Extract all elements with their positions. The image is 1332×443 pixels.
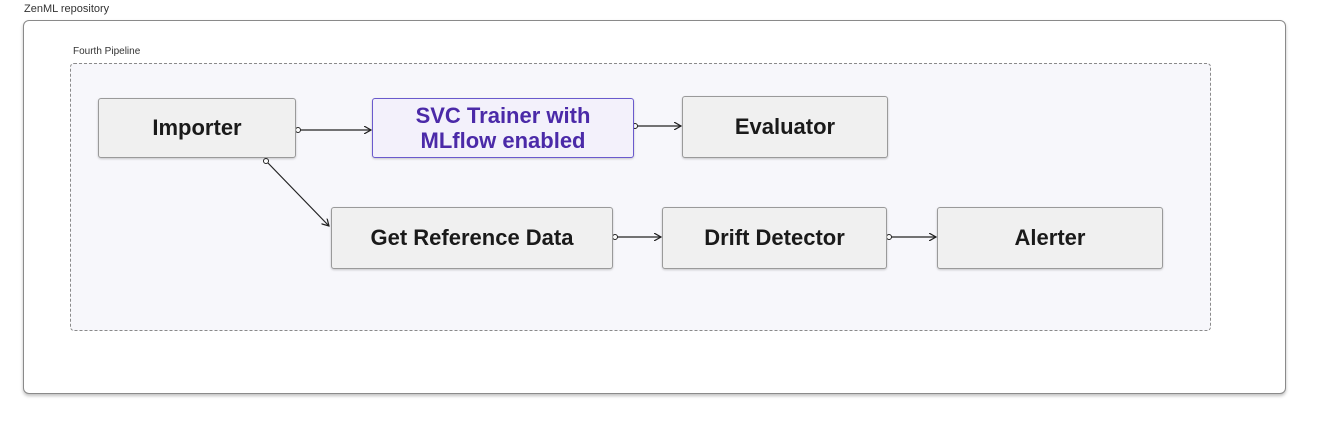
edge-drift-detector-alerter [886, 235, 937, 240]
edge-get-reference-data-drift-detector [612, 235, 662, 240]
node-get-reference-data[interactable]: Get Reference Data [331, 207, 613, 269]
node-drift-detector[interactable]: Drift Detector [662, 207, 887, 269]
node-evaluator[interactable]: Evaluator [682, 96, 888, 158]
node-alerter[interactable]: Alerter [937, 207, 1163, 269]
edge-importer-get-reference-data [263, 158, 330, 227]
edge-svc-trainer-evaluator [632, 124, 682, 129]
node-svc-trainer[interactable]: SVC Trainer with MLflow enabled [372, 98, 634, 158]
repository-label: ZenML repository [24, 3, 110, 15]
node-importer[interactable]: Importer [98, 98, 296, 158]
edge-importer-svc-trainer [295, 128, 372, 133]
node-svc-trainer-label: SVC Trainer with MLflow enabled [415, 102, 591, 153]
pipeline-label: Fourth Pipeline [73, 46, 141, 57]
